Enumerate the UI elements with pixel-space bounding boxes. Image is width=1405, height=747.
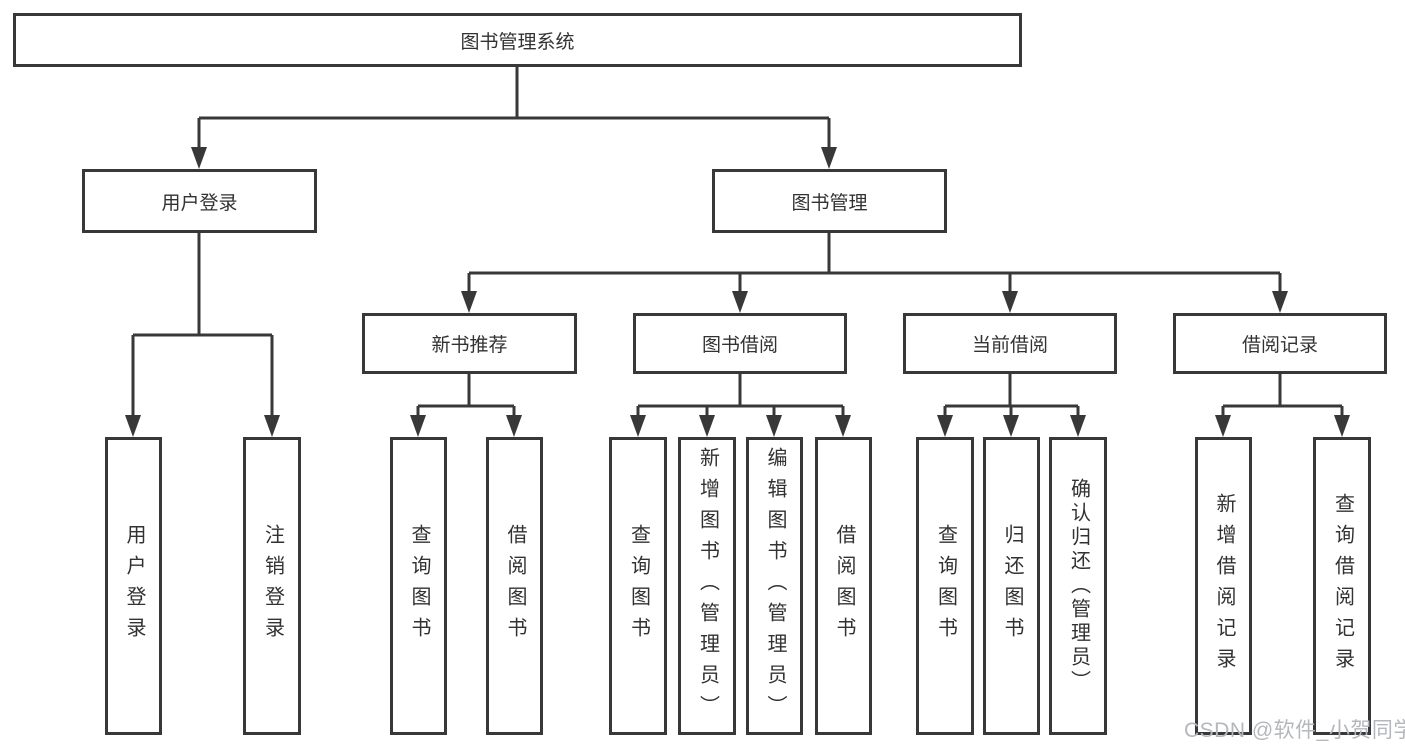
node-borrow-books-recommend: 借阅图书 [486,437,543,735]
node-user-login-action: 用户登录 [105,437,162,735]
node-book-management-module: 图书管理 [712,169,947,233]
node-query-books-recommend: 查询图书 [390,437,447,735]
tree-edges [131,67,1344,418]
arrowheads [125,147,1350,437]
node-borrow-books-borrowing: 借阅图书 [815,437,872,735]
node-confirm-return-admin: 确认归还（管理员） [1049,437,1107,735]
node-add-borrow-record: 新增借阅记录 [1195,437,1252,735]
node-edit-books-admin: 编辑图书（管理员） [746,437,803,735]
node-return-books: 归还图书 [983,437,1040,735]
node-query-books-current: 查询图书 [916,437,974,735]
node-library-management-system: 图书管理系统 [13,13,1022,67]
node-query-borrow-record: 查询借阅记录 [1313,437,1371,735]
node-add-books-admin: 新增图书（管理员） [678,437,736,735]
node-logout-action: 注销登录 [243,437,301,735]
node-borrowing-records: 借阅记录 [1173,313,1387,374]
node-query-books-borrowing: 查询图书 [609,437,667,735]
node-book-borrowing: 图书借阅 [633,313,847,374]
node-current-borrowing: 当前借阅 [903,313,1117,374]
node-new-book-recommendation: 新书推荐 [362,313,577,374]
node-user-login-module: 用户登录 [82,169,317,233]
csdn-watermark: CSDN @软件_小贺同学 [1184,719,1405,742]
